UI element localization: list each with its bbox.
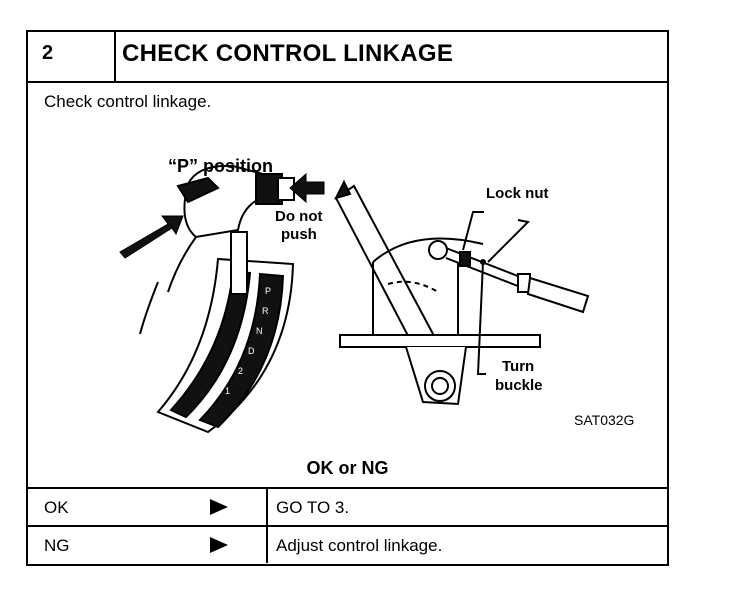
do-not-push-label: push [281, 226, 317, 243]
do-not-push-label: Do not [275, 208, 323, 225]
gear-letter: 2 [238, 366, 243, 376]
linkage-drawing: P R N D 2 1 [119, 164, 590, 434]
arrow-right-icon [210, 537, 228, 553]
result-row-ng: NG Adjust control linkage. [28, 525, 667, 563]
step-number: 2 [28, 32, 116, 81]
result-row-ok: OK GO TO 3. [28, 487, 667, 525]
result-action: Adjust control linkage. [266, 527, 442, 563]
push-arrow [289, 172, 325, 204]
turn-buckle-label: Turn [502, 358, 535, 375]
arrow-right-icon [210, 499, 228, 515]
result-action: GO TO 3. [266, 489, 349, 525]
linkage-assembly [334, 179, 590, 406]
figure-code: SAT032G [574, 412, 635, 428]
step-header: 2 CHECK CONTROL LINKAGE [28, 32, 667, 83]
gear-letter: D [248, 346, 255, 356]
pull-arrow [119, 215, 184, 259]
instruction-text: Check control linkage. [44, 92, 212, 111]
gear-letter: P [265, 286, 271, 296]
gear-letter: 1 [225, 386, 230, 396]
position-label: “P” position [168, 156, 273, 176]
procedure-table: 2 CHECK CONTROL LINKAGE Check control li… [26, 30, 669, 566]
gear-letter: N [256, 326, 263, 336]
step-title: CHECK CONTROL LINKAGE [122, 40, 454, 67]
result-question: OK or NG [306, 458, 389, 478]
gear-letter: R [262, 306, 269, 316]
shift-console: P R N D 2 1 [156, 257, 295, 434]
lock-nut-label: Lock nut [486, 185, 549, 202]
result-condition: NG [44, 536, 70, 555]
linkage-illustration: P R N D 2 1 [28, 112, 667, 452]
selector-lever [139, 164, 295, 335]
result-condition: OK [44, 498, 69, 517]
turn-buckle-label: buckle [495, 377, 543, 394]
